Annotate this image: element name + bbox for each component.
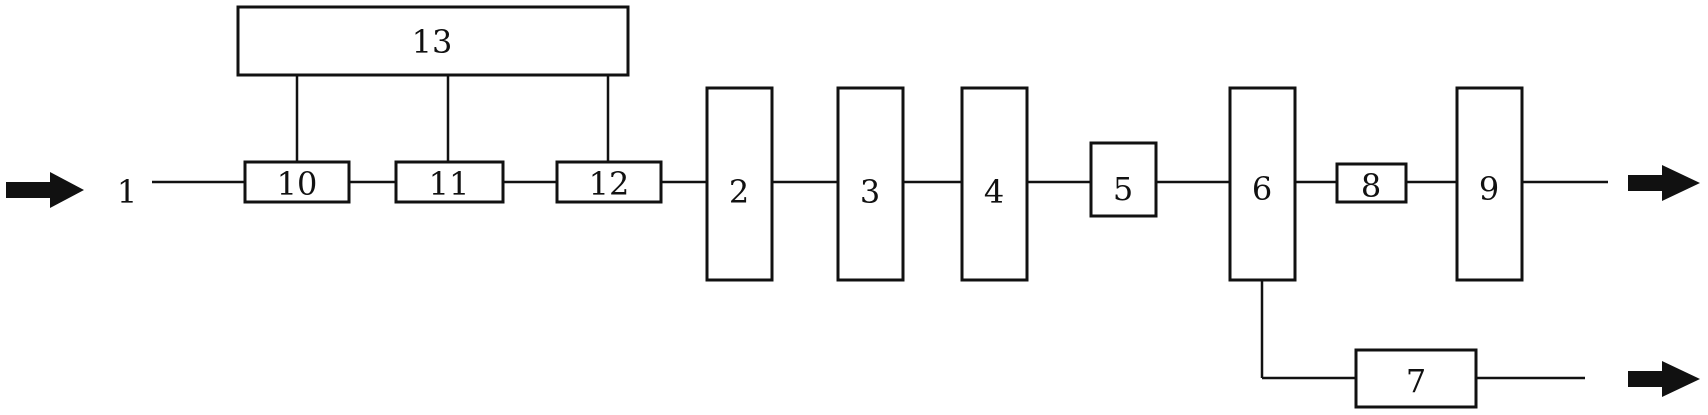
block-5: 5: [1089, 141, 1158, 218]
block-6-label: 6: [1252, 170, 1272, 208]
block-13: 13: [236, 5, 630, 77]
block-12-label: 12: [589, 165, 630, 203]
block-7: 7: [1354, 348, 1478, 409]
block-12: 12: [555, 160, 663, 204]
input-label: 1: [117, 173, 137, 211]
block-8: 8: [1335, 162, 1408, 205]
block-9-label: 9: [1479, 170, 1499, 208]
block-4-label: 4: [984, 173, 1004, 211]
block-2: 2: [705, 86, 774, 282]
block-11: 11: [394, 160, 505, 204]
block-3: 3: [836, 86, 905, 282]
block-6: 6: [1228, 86, 1297, 282]
block-3-label: 3: [860, 173, 880, 211]
block-2-label: 2: [729, 173, 749, 211]
block-10: 10: [243, 160, 351, 204]
block-8-label: 8: [1361, 167, 1381, 205]
block-4: 4: [960, 86, 1029, 282]
block-5-label: 5: [1113, 170, 1133, 208]
output-arrow-main: [1628, 165, 1700, 201]
input-arrow: [6, 172, 84, 208]
block-13-label: 13: [412, 23, 453, 61]
block-9: 9: [1455, 86, 1524, 282]
block-10-label: 10: [277, 165, 318, 203]
block-11-label: 11: [429, 165, 470, 203]
block-7-label: 7: [1406, 362, 1426, 400]
output-arrow-branch: [1628, 361, 1700, 397]
